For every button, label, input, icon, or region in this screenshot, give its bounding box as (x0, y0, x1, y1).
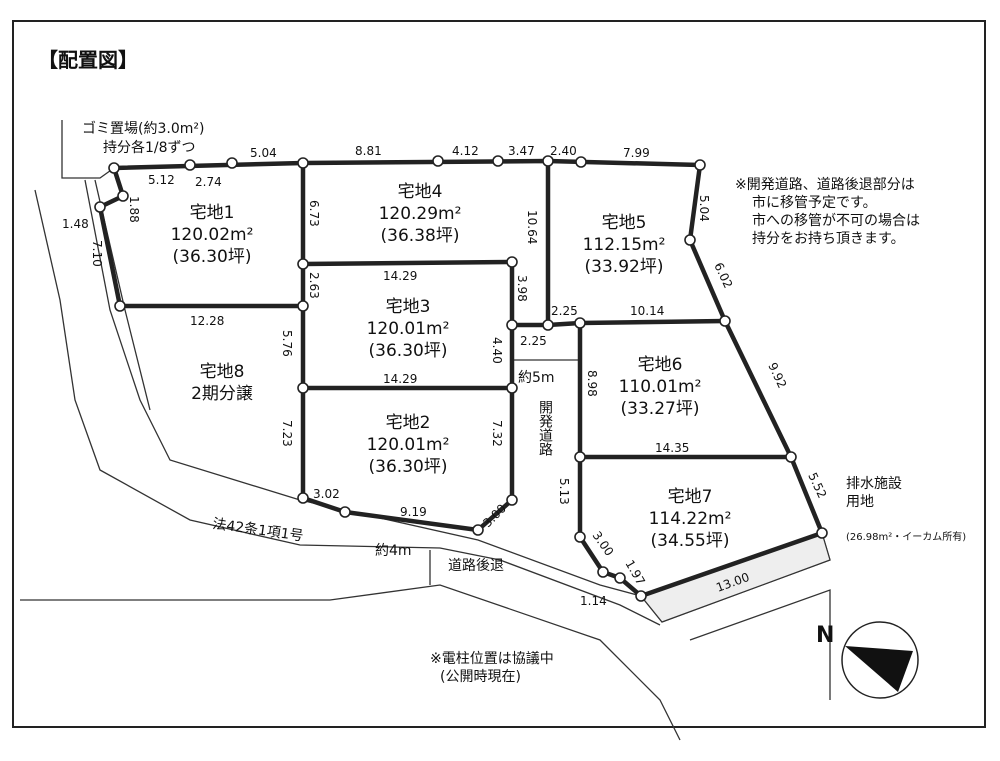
svg-text:2.74: 2.74 (195, 175, 222, 189)
svg-text:(公開時現在): (公開時現在) (440, 669, 521, 685)
svg-text:4.40: 4.40 (490, 337, 504, 364)
svg-text:5.04: 5.04 (697, 195, 711, 222)
road-name: 開発道路 (537, 400, 553, 456)
svg-text:※電柱位置は協議中: ※電柱位置は協議中 (430, 650, 554, 667)
svg-text:2.25: 2.25 (551, 304, 578, 318)
svg-text:2.25: 2.25 (520, 334, 547, 348)
svg-text:宅地1: 宅地1 (190, 203, 235, 223)
svg-text:14.35: 14.35 (655, 441, 689, 455)
svg-text:(36.30坪): (36.30坪) (173, 247, 252, 267)
svg-text:120.01m²: 120.01m² (367, 435, 450, 455)
dimensions: 5.04 8.81 4.12 3.47 2.40 7.99 5.12 2.74 … (62, 144, 829, 608)
svg-text:7.10: 7.10 (90, 240, 104, 267)
drainage-owner: (26.98m²・イーカム所有) (846, 530, 966, 543)
svg-text:(33.92坪): (33.92坪) (585, 257, 664, 277)
svg-text:(36.30坪): (36.30坪) (369, 457, 448, 477)
boundary-markers (94, 155, 828, 602)
setback-label: 道路後退 (448, 558, 504, 574)
svg-text:※開発道路、道路後退部分は: ※開発道路、道路後退部分は (735, 177, 915, 193)
svg-text:9.92: 9.92 (765, 360, 789, 390)
svg-text:宅地7: 宅地7 (668, 487, 713, 507)
svg-text:7.99: 7.99 (623, 146, 650, 160)
svg-text:N: N (816, 623, 834, 648)
page-title: 【配置図】 (38, 48, 138, 72)
svg-text:120.01m²: 120.01m² (367, 319, 450, 339)
svg-text:1.14: 1.14 (580, 594, 607, 608)
svg-text:宅地4: 宅地4 (398, 182, 443, 202)
svg-text:8.81: 8.81 (355, 144, 382, 158)
pole-note: ※電柱位置は協議中 (公開時現在) (430, 650, 554, 685)
svg-text:市に移管予定です。: 市に移管予定です。 (752, 194, 877, 211)
svg-text:9.19: 9.19 (400, 505, 427, 519)
drainage-label: 排水施設 (846, 476, 902, 492)
north-compass: N (816, 621, 919, 699)
svg-text:5.04: 5.04 (250, 146, 277, 160)
svg-text:14.29: 14.29 (383, 372, 417, 386)
road-width: 約5m (518, 370, 555, 386)
transfer-note: ※開発道路、道路後退部分は 市に移管予定です。 市への移管が不可の場合は 持分を… (735, 177, 920, 247)
svg-text:(34.55坪): (34.55坪) (651, 531, 730, 551)
svg-text:112.15m²: 112.15m² (583, 235, 666, 255)
drawing-frame (12, 20, 986, 728)
svg-text:持分をお持ち頂きます。: 持分をお持ち頂きます。 (752, 231, 905, 247)
svg-text:宅地8: 宅地8 (200, 362, 245, 382)
svg-text:宅地5: 宅地5 (602, 213, 647, 233)
svg-text:5.12: 5.12 (148, 173, 175, 187)
svg-text:3.02: 3.02 (313, 487, 340, 501)
svg-text:(36.38坪): (36.38坪) (381, 226, 460, 246)
svg-text:宅地2: 宅地2 (386, 413, 431, 433)
svg-text:10.64: 10.64 (525, 210, 539, 244)
svg-text:宅地6: 宅地6 (638, 355, 683, 375)
svg-text:120.29m²: 120.29m² (379, 204, 462, 224)
svg-text:12.28: 12.28 (190, 314, 224, 328)
svg-text:4.12: 4.12 (452, 144, 479, 158)
svg-text:宅地3: 宅地3 (386, 297, 431, 317)
svg-text:5.76: 5.76 (280, 330, 294, 357)
svg-text:8.98: 8.98 (585, 370, 599, 397)
svg-text:14.29: 14.29 (383, 269, 417, 283)
svg-text:6.73: 6.73 (307, 200, 321, 227)
svg-text:6.02: 6.02 (711, 260, 735, 290)
law-label: 法42条1項1号 (211, 515, 304, 545)
svg-text:3.47: 3.47 (508, 144, 535, 158)
svg-text:1.48: 1.48 (62, 217, 89, 231)
svg-text:(36.30坪): (36.30坪) (369, 341, 448, 361)
svg-text:1.88: 1.88 (127, 196, 141, 223)
svg-text:(33.27坪): (33.27坪) (621, 399, 700, 419)
garbage-share: 持分各1/8ずつ (103, 140, 196, 156)
svg-text:7.23: 7.23 (280, 420, 294, 447)
front-road-width: 約4m (375, 543, 412, 559)
svg-text:120.02m²: 120.02m² (171, 225, 254, 245)
svg-text:市への移管が不可の場合は: 市への移管が不可の場合は (752, 212, 920, 229)
north-arrow-icon (845, 646, 913, 692)
svg-text:2期分譲: 2期分譲 (191, 384, 253, 404)
svg-text:5.13: 5.13 (557, 478, 571, 505)
svg-text:7.32: 7.32 (490, 420, 504, 447)
drainage-label-2: 用地 (846, 494, 874, 510)
svg-text:10.14: 10.14 (630, 304, 664, 318)
svg-text:114.22m²: 114.22m² (649, 509, 732, 529)
svg-text:110.01m²: 110.01m² (619, 377, 702, 397)
svg-text:2.63: 2.63 (307, 272, 321, 299)
garbage-label: ゴミ置場(約3.0m²) (82, 120, 204, 137)
svg-text:3.98: 3.98 (515, 275, 529, 302)
svg-text:2.40: 2.40 (550, 144, 577, 158)
